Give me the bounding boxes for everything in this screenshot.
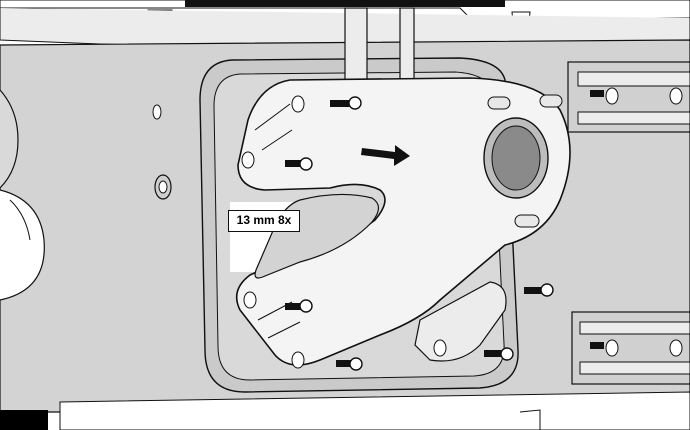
pin-2: [539, 94, 563, 108]
bolt-icon: [590, 342, 604, 349]
lower-arm-hole: [433, 339, 447, 357]
bolt-icon: [285, 157, 313, 171]
bottom-left-dark-block: [0, 410, 48, 430]
post-right: [399, 7, 415, 81]
bolt-icon: [590, 90, 604, 97]
bolt-icon: [524, 283, 554, 297]
bottom-edge: [59, 391, 690, 430]
bolt-icon: [285, 299, 313, 313]
bolt-icon: [336, 357, 363, 371]
pin-3: [514, 214, 540, 228]
bracket-hole-3: [243, 291, 257, 309]
bracket-hole-2: [241, 151, 255, 169]
callout-label: 13 mm 8x: [228, 210, 300, 232]
bracket-boss-bore: [491, 125, 541, 191]
post-left: [344, 7, 368, 81]
left-cutout-upper: [0, 89, 19, 189]
bolt-icon: [484, 347, 514, 361]
top-dark-bar: [185, 0, 505, 7]
bracket-hole-4: [291, 351, 305, 369]
left-cutout-large: [0, 189, 45, 301]
bolt-icon: [330, 96, 362, 110]
panel-grommet-inner: [158, 180, 168, 194]
pin-1: [487, 96, 511, 110]
bracket-ribs: [254, 103, 301, 339]
panel-hole: [152, 104, 162, 120]
left-cutout-edge: [9, 199, 31, 241]
bracket-hole-1: [291, 95, 305, 113]
right-rail-lower: [571, 311, 690, 385]
bottom-notch: [519, 409, 541, 430]
arrow-right-icon: [361, 145, 410, 166]
right-rail-upper: [567, 61, 690, 133]
